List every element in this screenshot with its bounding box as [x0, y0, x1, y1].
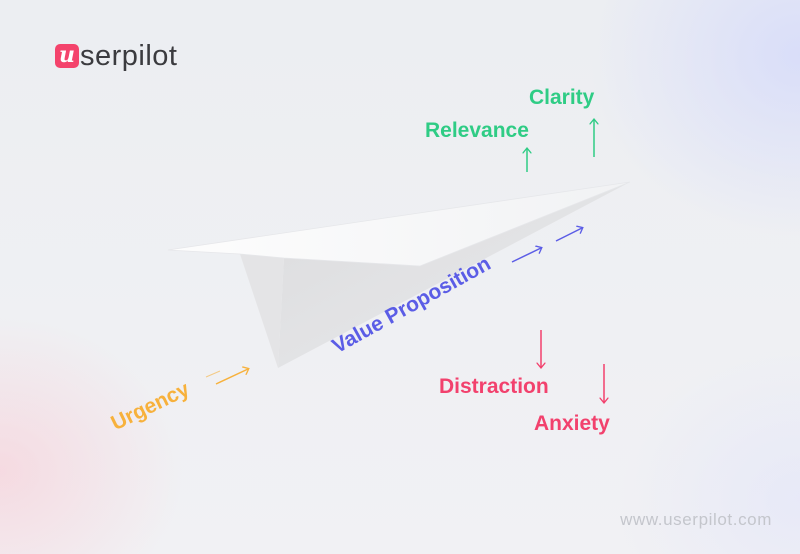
anxiety-label: Anxiety	[534, 412, 610, 435]
plane-wing	[167, 181, 631, 267]
relevance-label: Relevance	[425, 119, 529, 142]
plane-keel	[278, 182, 630, 368]
plane-fold	[240, 254, 284, 368]
value-arrow-2	[555, 228, 582, 242]
userpilot-logo: u serpilot	[55, 40, 178, 72]
urgency-arrow-small	[205, 370, 221, 378]
website-url: www.userpilot.com	[620, 510, 772, 529]
clarity-label: Clarity	[529, 86, 595, 109]
logo-badge: u	[55, 44, 79, 68]
logo-text: serpilot	[80, 40, 178, 72]
paper-plane	[167, 181, 631, 368]
urgency-arrow	[215, 369, 248, 385]
distraction-label: Distraction	[439, 375, 549, 398]
value-arrow-1	[511, 248, 541, 263]
